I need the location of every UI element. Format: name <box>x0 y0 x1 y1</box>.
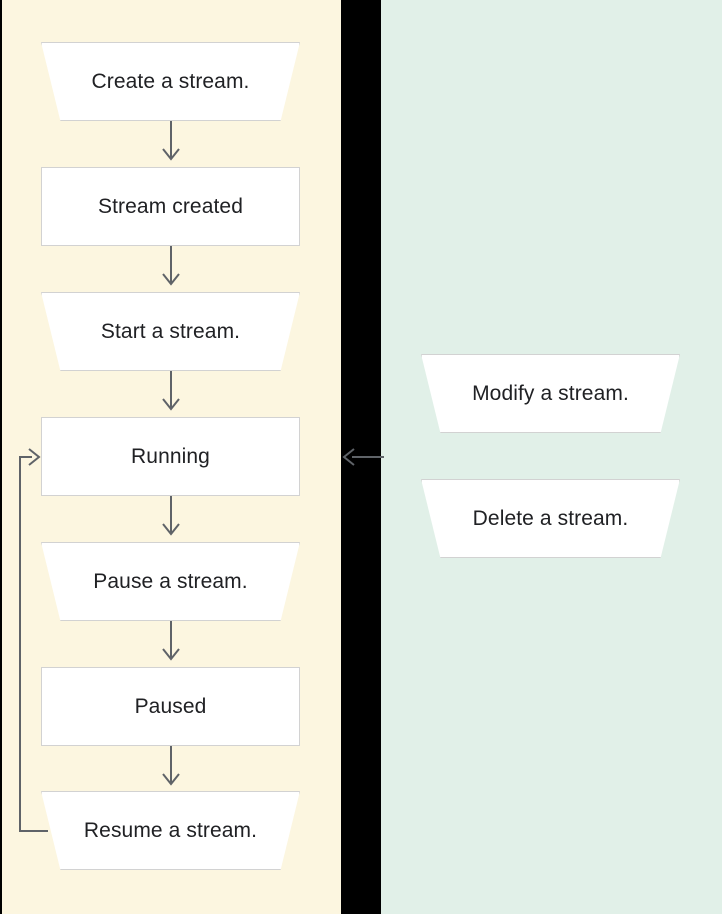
trapezoid-shape <box>41 542 300 621</box>
node-label: Pause a stream. <box>93 569 248 593</box>
trapezoid-shape <box>421 354 680 433</box>
node-modify-a-stream[interactable]: Modify a stream. <box>421 354 680 433</box>
node-label: Stream created <box>98 194 243 218</box>
node-start-a-stream[interactable]: Start a stream. <box>41 292 300 371</box>
trapezoid-shape <box>41 292 300 371</box>
node-label: Running <box>131 444 210 468</box>
node-label: Modify a stream. <box>472 381 629 405</box>
node-label: Delete a stream. <box>472 506 629 530</box>
node-resume-a-stream[interactable]: Resume a stream. <box>41 791 300 870</box>
trapezoid-shape <box>41 791 300 870</box>
node-label: Resume a stream. <box>83 818 258 842</box>
node-running[interactable]: Running <box>41 417 300 496</box>
trapezoid-shape <box>41 42 300 121</box>
stream-operations-panel <box>381 0 722 914</box>
node-paused[interactable]: Paused <box>41 667 300 746</box>
node-delete-a-stream[interactable]: Delete a stream. <box>421 479 680 558</box>
panel-divider <box>341 0 381 914</box>
node-pause-a-stream[interactable]: Pause a stream. <box>41 542 300 621</box>
node-create-a-stream[interactable]: Create a stream. <box>41 42 300 121</box>
node-label: Paused <box>134 694 207 718</box>
node-label: Create a stream. <box>91 69 250 93</box>
node-label: Start a stream. <box>100 319 241 343</box>
node-stream-created[interactable]: Stream created <box>41 167 300 246</box>
